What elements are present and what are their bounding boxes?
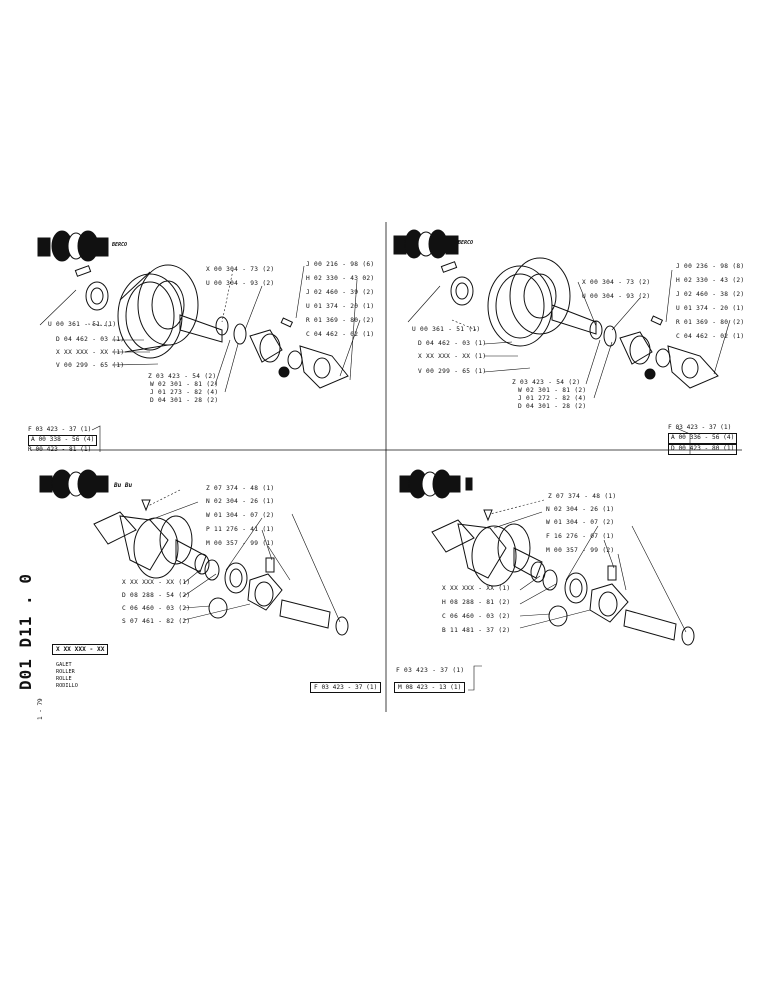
part-label: W 01 304 - 07 (2) bbox=[546, 519, 615, 526]
part-label: R 01 369 - 80 (2) bbox=[306, 317, 375, 324]
part-label: U 00 361 - 51 (1) bbox=[48, 321, 117, 328]
bl-leader-lines bbox=[147, 489, 341, 623]
ref-label: F 03 423 - 37 (1) bbox=[668, 424, 732, 431]
part-label: H 02 330 - 43 (2) bbox=[676, 277, 745, 284]
bl-roller-assembly bbox=[93, 499, 349, 636]
part-label: W 02 301 - 81 (2) bbox=[518, 387, 587, 394]
bl-thumbnail-roller bbox=[39, 469, 109, 499]
part-label: X 00 304 - 73 (2) bbox=[206, 266, 275, 273]
part-label: Z 03 423 - 54 (2) bbox=[148, 373, 217, 380]
part-label: C 04 462 - 02 (1) bbox=[306, 331, 375, 338]
part-label: W 01 304 - 07 (2) bbox=[206, 512, 275, 519]
part-label: U 00 304 - 93 (2) bbox=[206, 280, 275, 287]
part-label: Z 07 374 - 48 (1) bbox=[206, 485, 275, 492]
part-name: ROLLER bbox=[56, 669, 75, 676]
part-label: U 01 374 - 20 (1) bbox=[306, 303, 375, 310]
ref-label: F 03 423 - 37 (1) bbox=[28, 426, 92, 433]
tr-brand-logo: BERCO bbox=[458, 240, 474, 246]
part-label: B 11 481 - 37 (2) bbox=[442, 627, 511, 634]
part-label: N 02 304 - 26 (1) bbox=[546, 506, 615, 513]
part-names: GALET ROLLER ROLLE RODILLO bbox=[56, 662, 78, 690]
sheet-date: 1 - 79 bbox=[37, 698, 44, 720]
tr-reference-box: F 03 423 - 37 (1) A 00 336 - 56 (4) D 00… bbox=[668, 424, 738, 455]
part-label: Z 03 423 - 54 (2) bbox=[512, 379, 581, 386]
tr-seal-ring bbox=[440, 261, 474, 306]
tr-leader-lines bbox=[407, 269, 731, 454]
part-label: H 08 288 - 81 (2) bbox=[442, 599, 511, 606]
bl-brand-logo: Bu Bu bbox=[114, 482, 133, 489]
tl-collar-parts bbox=[215, 316, 349, 389]
tl-reference-box: F 03 423 - 37 (1) A 00 338 - 56 (4) R 00… bbox=[28, 426, 98, 455]
part-label: J 00 216 - 98 (6) bbox=[306, 261, 375, 268]
part-label: H 02 330 - 43 02) bbox=[306, 275, 375, 282]
part-label: U 00 361 - 51 (1) bbox=[412, 326, 481, 333]
sheet-code: D01 D11 . 0 bbox=[16, 573, 35, 690]
br-bottom-box: M 08 423 - 13 (1) bbox=[394, 682, 466, 694]
part-label: C 06 460 - 03 (2) bbox=[122, 605, 191, 612]
part-label: X XX XXX - XX (1) bbox=[442, 585, 511, 592]
part-label: D 08 288 - 54 (2) bbox=[122, 592, 191, 599]
br-thumbnail-roller bbox=[399, 469, 473, 499]
part-label: J 02 460 - 39 (2) bbox=[306, 289, 375, 296]
tl-seal-ring bbox=[74, 265, 109, 311]
ref-label: R 00 423 - 81 (1) bbox=[28, 445, 92, 453]
part-label: M 00 357 - 99 (2) bbox=[546, 547, 615, 554]
ref-label: A 00 338 - 56 (4) bbox=[28, 434, 98, 446]
part-label: X XX XXX - XX (1) bbox=[56, 349, 125, 356]
part-label: P 11 276 - 41 (1) bbox=[206, 526, 275, 533]
ref-label: A 00 336 - 56 (4) bbox=[668, 432, 738, 444]
part-label: V 00 299 - 65 (1) bbox=[418, 368, 487, 375]
part-label: F 16 276 - 07 (1) bbox=[546, 533, 615, 540]
part-label: C 06 460 - 03 (2) bbox=[442, 613, 511, 620]
part-label: X 00 304 - 73 (2) bbox=[582, 279, 651, 286]
tr-collar-parts bbox=[589, 315, 719, 389]
part-label: J 00 236 - 98 (8) bbox=[676, 263, 745, 270]
part-label: D 04 301 - 28 (2) bbox=[518, 403, 587, 410]
part-label: N 02 304 - 26 (1) bbox=[206, 498, 275, 505]
part-label: Z 07 374 - 48 (1) bbox=[548, 493, 617, 500]
tl-roller-body bbox=[117, 264, 223, 359]
part-label: R 01 369 - 80 (2) bbox=[676, 319, 745, 326]
part-label: D 04 301 - 28 (2) bbox=[150, 397, 219, 404]
part-label: X XX XXX - XX (1) bbox=[122, 579, 191, 586]
part-label: D 04 462 - 03 (1) bbox=[418, 340, 487, 347]
part-label: S 07 461 - 82 (2) bbox=[122, 618, 191, 625]
tl-brand-logo: BERCO bbox=[112, 242, 128, 248]
part-label: M 00 357 - 99 (1) bbox=[206, 540, 275, 547]
part-name: GALET bbox=[56, 662, 72, 668]
br-bottom-label: F 03 423 - 37 (1) bbox=[396, 667, 465, 674]
ref-label: D 00 423 - 80 (1) bbox=[668, 443, 738, 455]
part-label: J 02 460 - 38 (2) bbox=[676, 291, 745, 298]
tr-thumbnail-roller bbox=[393, 229, 459, 259]
part-label: J 01 273 - 82 (4) bbox=[150, 389, 219, 396]
br-leader-lines bbox=[468, 499, 687, 691]
part-name: RODILLO bbox=[56, 683, 78, 690]
part-label: C 04 462 - 02 (1) bbox=[676, 333, 745, 340]
tl-thumbnail-roller bbox=[37, 230, 109, 262]
part-label: V 00 299 - 65 (1) bbox=[56, 362, 125, 369]
part-label: D 04 462 - 03 (1) bbox=[56, 336, 125, 343]
part-label: W 02 301 - 81 (2) bbox=[150, 381, 219, 388]
br-roller-assembly bbox=[431, 509, 695, 646]
part-label: J 01 272 - 82 (4) bbox=[518, 395, 587, 402]
part-number-box: X XX XXX - XX bbox=[52, 644, 109, 656]
part-label: X XX XXX - XX (1) bbox=[418, 353, 487, 360]
part-label: U 01 374 - 20 (1) bbox=[676, 305, 745, 312]
part-name: ROLLE bbox=[56, 676, 72, 683]
tr-roller-body bbox=[487, 257, 597, 347]
bl-bottom-box: F 03 423 - 37 (1) bbox=[310, 682, 382, 694]
tl-leader-lines bbox=[39, 265, 361, 452]
part-label: U 00 304 - 93 (2) bbox=[582, 293, 651, 300]
